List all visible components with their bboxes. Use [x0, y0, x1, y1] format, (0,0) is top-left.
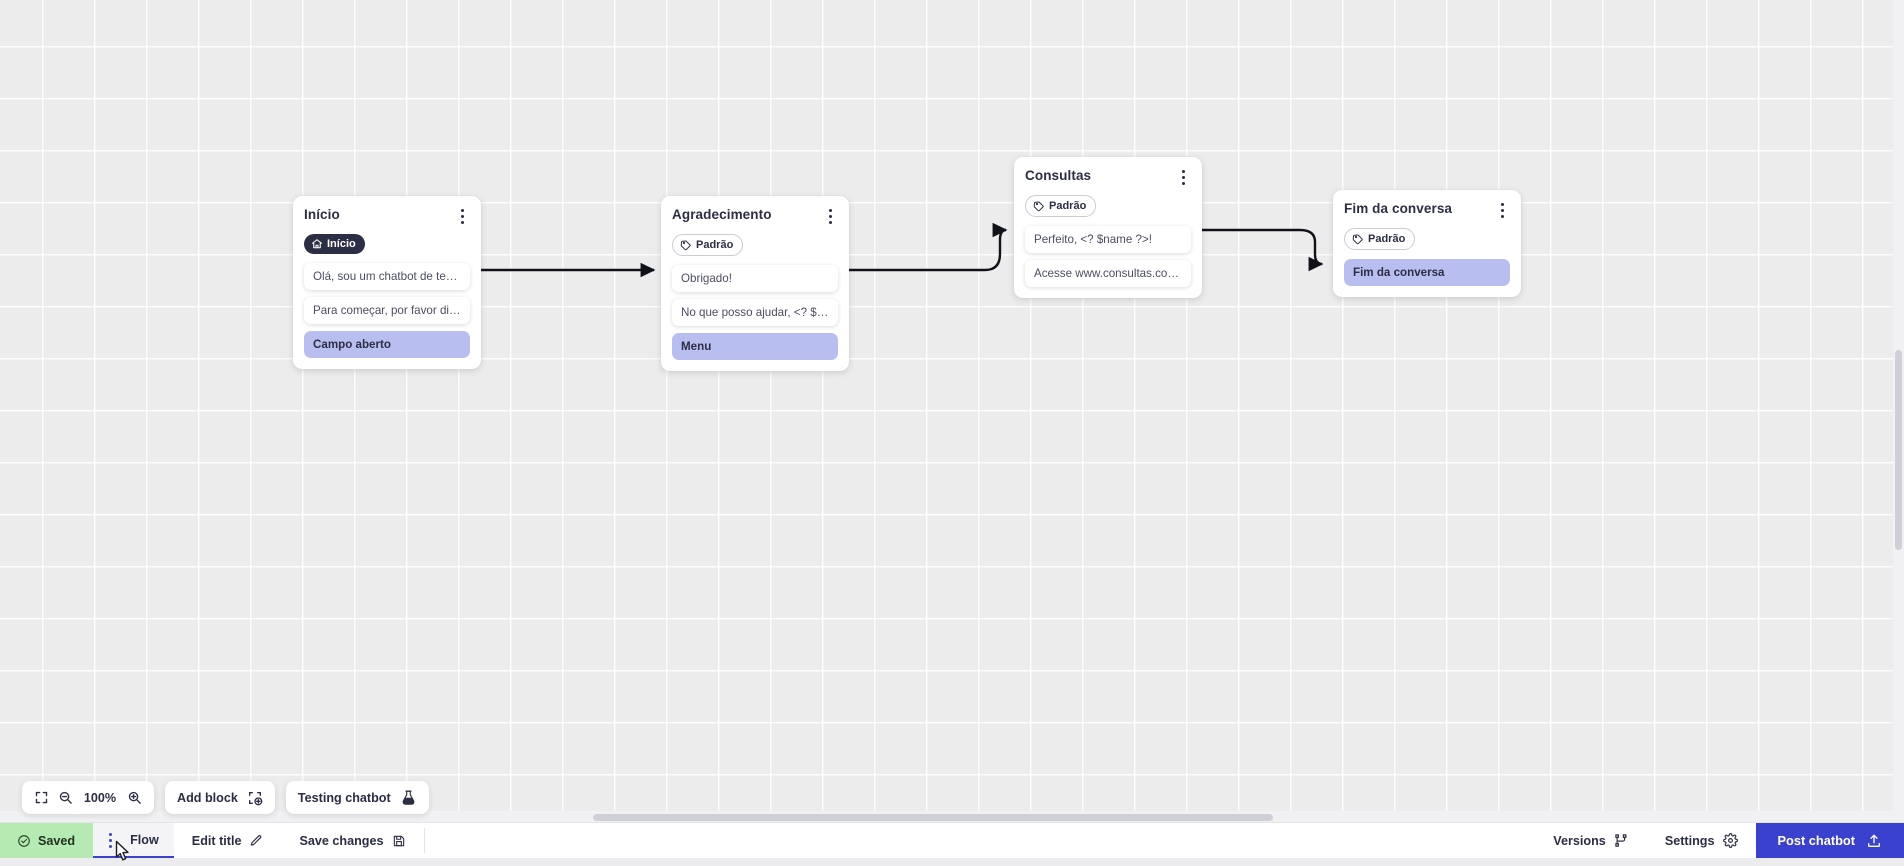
- flow-node-fim-da-conversa[interactable]: Fim da conversa Padrão Fim da conversa: [1333, 190, 1521, 297]
- node-title: Agradecimento: [672, 208, 772, 223]
- zoom-level-value: 100%: [82, 791, 118, 805]
- node-row-message[interactable]: Para começar, por favor digite o ...: [304, 297, 470, 324]
- connector-edges: [0, 0, 1904, 822]
- home-icon: [311, 238, 323, 250]
- upload-icon: [1866, 833, 1882, 849]
- canvas-toolbar: 100% Add block Testing chatbot: [22, 781, 429, 814]
- node-badge-label: Início: [327, 239, 356, 250]
- node-menu-icon[interactable]: [1494, 201, 1510, 219]
- settings-label: Settings: [1665, 834, 1715, 848]
- node-row-input[interactable]: Campo aberto: [304, 331, 470, 358]
- node-badge-inicio[interactable]: Início: [304, 234, 365, 254]
- flask-icon: [400, 789, 417, 806]
- flow-node-consultas[interactable]: Consultas Padrão Perfeito, <? $name ?>! …: [1014, 157, 1202, 298]
- tag-icon: [1352, 233, 1364, 245]
- save-changes-button[interactable]: Save changes: [281, 823, 423, 858]
- versions-label: Versions: [1553, 834, 1606, 848]
- edge-consultas-fim: [1202, 230, 1322, 264]
- zoom-out-icon[interactable]: [58, 790, 73, 805]
- edit-title-label: Edit title: [192, 834, 242, 848]
- add-block-button[interactable]: Add block: [165, 781, 275, 814]
- node-header: Fim da conversa: [1344, 202, 1510, 219]
- node-row-message[interactable]: Acesse www.consultas.com par...: [1025, 260, 1191, 287]
- node-header: Agradecimento: [672, 208, 838, 225]
- save-changes-label: Save changes: [299, 834, 383, 848]
- flow-node-inicio[interactable]: Início Início Olá, sou um chatbot de tes…: [293, 196, 481, 369]
- node-title: Consultas: [1025, 169, 1091, 184]
- node-badge-padrao[interactable]: Padrão: [672, 234, 743, 256]
- node-row-message[interactable]: No que posso ajudar, <? $name ...: [672, 299, 838, 326]
- saved-status-label: Saved: [38, 834, 75, 848]
- tab-flow[interactable]: Flow: [93, 823, 174, 858]
- settings-button[interactable]: Settings: [1647, 823, 1756, 858]
- flow-node-agradecimento[interactable]: Agradecimento Padrão Obrigado! No que po…: [661, 196, 849, 371]
- check-circle-icon: [17, 834, 31, 848]
- edge-agradecimento-consultas: [848, 230, 1006, 270]
- node-header: Início: [304, 208, 470, 225]
- saved-status-badge: Saved: [0, 823, 93, 858]
- node-badge-padrao[interactable]: Padrão: [1025, 195, 1096, 217]
- node-title: Início: [304, 208, 340, 223]
- node-header: Consultas: [1025, 169, 1191, 186]
- gear-icon: [1723, 833, 1738, 848]
- node-badge-padrao[interactable]: Padrão: [1344, 228, 1415, 250]
- node-row-message[interactable]: Olá, sou um chatbot de teste!: [304, 263, 470, 290]
- bottom-status-bar: Saved Flow Edit title Save changes Versi…: [0, 822, 1904, 858]
- branch-icon: [1614, 833, 1629, 848]
- add-block-icon: [247, 790, 263, 806]
- node-menu-icon[interactable]: [822, 207, 838, 225]
- node-row-message[interactable]: Perfeito, <? $name ?>!: [1025, 226, 1191, 253]
- divider: [424, 828, 425, 853]
- tab-flow-label: Flow: [130, 833, 159, 847]
- pencil-icon: [249, 834, 263, 848]
- node-title: Fim da conversa: [1344, 202, 1452, 217]
- node-row-end[interactable]: Fim da conversa: [1344, 259, 1510, 286]
- post-chatbot-label: Post chatbot: [1778, 833, 1856, 848]
- tag-icon: [680, 239, 692, 251]
- node-badge-label: Padrão: [1368, 234, 1405, 245]
- add-block-label: Add block: [177, 791, 238, 805]
- tag-icon: [1033, 200, 1045, 212]
- node-menu-icon[interactable]: [454, 207, 470, 225]
- node-badge-label: Padrão: [696, 240, 733, 251]
- testing-chatbot-label: Testing chatbot: [298, 791, 391, 805]
- zoom-controls[interactable]: 100%: [22, 781, 154, 814]
- flow-canvas[interactable]: Início Início Olá, sou um chatbot de tes…: [0, 0, 1904, 822]
- testing-chatbot-button[interactable]: Testing chatbot: [286, 781, 429, 814]
- node-row-menu[interactable]: Menu: [672, 333, 838, 360]
- vertical-scrollbar-track[interactable]: [1893, 0, 1904, 811]
- floppy-disk-icon: [392, 834, 406, 848]
- node-badge-label: Padrão: [1049, 201, 1086, 212]
- node-row-message[interactable]: Obrigado!: [672, 265, 838, 292]
- vertical-scrollbar-thumb[interactable]: [1895, 350, 1902, 550]
- post-chatbot-button[interactable]: Post chatbot: [1756, 823, 1904, 858]
- node-menu-icon[interactable]: [1175, 168, 1191, 186]
- edit-title-button[interactable]: Edit title: [174, 823, 282, 858]
- fit-screen-icon[interactable]: [34, 790, 49, 805]
- horizontal-scrollbar-thumb[interactable]: [593, 814, 1273, 821]
- bottom-bar-right: Versions Settings Post chatbot: [1535, 823, 1904, 858]
- versions-button[interactable]: Versions: [1535, 823, 1647, 858]
- zoom-in-icon[interactable]: [127, 790, 142, 805]
- drag-handle-icon[interactable]: [102, 831, 118, 849]
